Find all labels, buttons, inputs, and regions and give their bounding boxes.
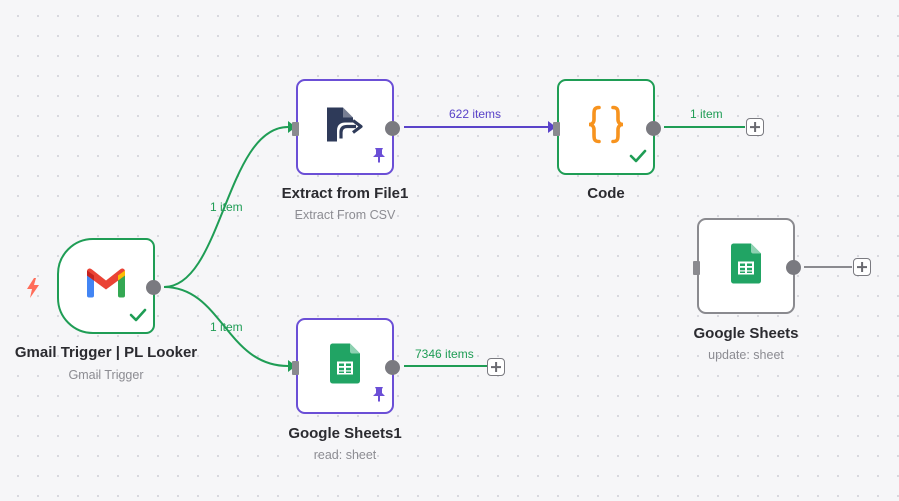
- node-subtitle: Gmail Trigger: [68, 368, 144, 382]
- edge-gmail-to-extract[interactable]: [163, 126, 289, 288]
- node-subtitle: Extract From CSV: [294, 208, 396, 222]
- google-sheets-icon: [731, 243, 761, 289]
- node-subtitle: read: sheet: [313, 448, 377, 462]
- node-title: Gmail Trigger | PL Looker: [14, 344, 198, 361]
- node-extract-from-file[interactable]: [292, 79, 400, 175]
- pin-icon: [372, 386, 386, 407]
- node-subtitle: update: sheet: [708, 348, 784, 362]
- node-title: Code: [587, 185, 625, 202]
- google-sheets-icon: [330, 343, 360, 389]
- edge-item-count: 7346 items: [415, 347, 474, 361]
- output-handle[interactable]: [385, 121, 400, 136]
- extract-file-icon: [325, 106, 365, 149]
- success-check-icon: [129, 308, 147, 327]
- input-handle[interactable]: [292, 361, 299, 375]
- code-braces-icon: [586, 105, 626, 150]
- node-title: Google Sheets1: [288, 425, 402, 442]
- input-handle[interactable]: [292, 122, 299, 136]
- output-handle[interactable]: [146, 280, 161, 295]
- output-handle[interactable]: [786, 260, 801, 275]
- edge-item-count: 1 item: [210, 200, 243, 214]
- add-node-button[interactable]: [746, 118, 764, 136]
- input-handle[interactable]: [693, 261, 700, 275]
- trigger-bolt-icon: [27, 278, 39, 298]
- node-code[interactable]: [553, 79, 661, 175]
- output-handle[interactable]: [385, 360, 400, 375]
- node-google-sheets1[interactable]: [292, 318, 400, 414]
- gmail-icon: [85, 268, 127, 305]
- add-node-button[interactable]: [853, 258, 871, 276]
- edge-gmail-to-sheets1[interactable]: [163, 286, 289, 367]
- success-check-icon: [629, 149, 647, 168]
- input-handle[interactable]: [553, 122, 560, 136]
- add-node-button[interactable]: [487, 358, 505, 376]
- edge-item-count: 622 items: [449, 107, 502, 121]
- edge-item-count: 1 item: [210, 320, 243, 334]
- node-gmail-trigger[interactable]: [57, 238, 161, 334]
- node-title: Extract from File1: [281, 185, 409, 202]
- output-handle[interactable]: [646, 121, 661, 136]
- node-title: Google Sheets: [693, 325, 799, 342]
- edge-item-count: 1 item: [690, 107, 723, 121]
- pin-icon: [372, 147, 386, 168]
- edge-arrow-icon: [548, 121, 556, 133]
- node-google-sheets[interactable]: [693, 218, 801, 314]
